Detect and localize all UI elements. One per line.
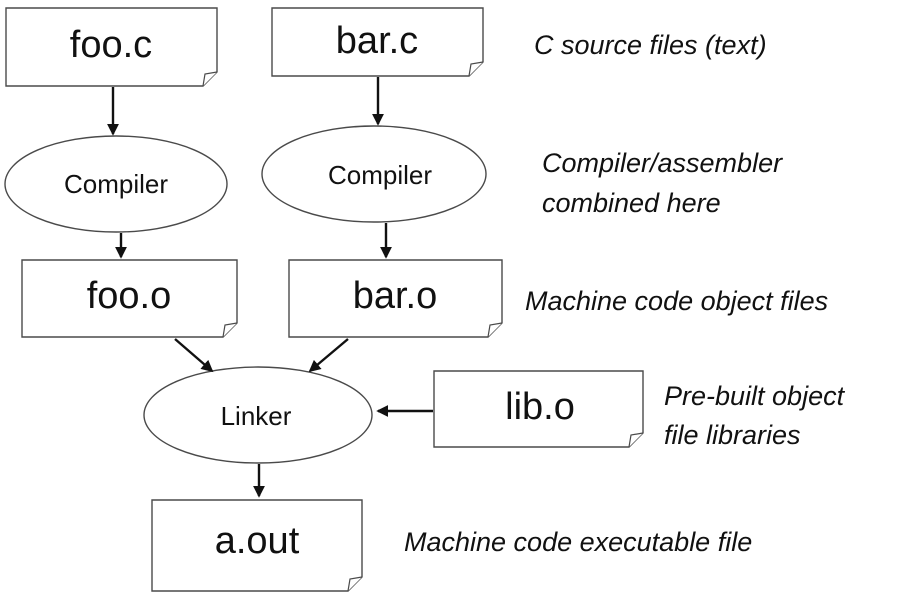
annotation-libraries-line1: Pre-built object [664, 381, 846, 411]
linker-label: Linker [221, 401, 292, 431]
file-bar-o-label: bar.o [353, 275, 438, 317]
file-a-out-label: a.out [215, 520, 300, 562]
file-foo-o: foo.o [21, 259, 238, 338]
annotation-source-files: C source files (text) [534, 30, 767, 60]
file-foo-o-label: foo.o [87, 275, 172, 317]
arrow-bar-o-to-linker [308, 338, 349, 373]
annotation-executable: Machine code executable file [404, 527, 752, 557]
annotation-object-files: Machine code object files [525, 286, 828, 316]
file-foo-c-label: foo.c [70, 24, 152, 66]
file-lib-o-label: lib.o [505, 386, 575, 428]
arrow-foo-o-to-linker [174, 338, 214, 373]
file-foo-c: foo.c [5, 7, 218, 87]
compiler-right-label: Compiler [328, 160, 432, 190]
annotation-compiler-line1: Compiler/assembler [542, 148, 783, 178]
compiler-left-label: Compiler [64, 169, 168, 199]
linker-node: Linker [143, 366, 373, 464]
annotation-libraries-line2: file libraries [664, 420, 801, 450]
file-bar-c-label: bar.c [336, 20, 418, 62]
annotation-compiler-line2: combined here [542, 188, 721, 218]
compiler-left-node: Compiler [4, 135, 228, 233]
compiler-right-node: Compiler [261, 125, 487, 223]
file-bar-c: bar.c [271, 7, 484, 77]
file-lib-o: lib.o [433, 370, 644, 448]
file-a-out: a.out [151, 499, 363, 592]
file-bar-o: bar.o [288, 259, 503, 338]
